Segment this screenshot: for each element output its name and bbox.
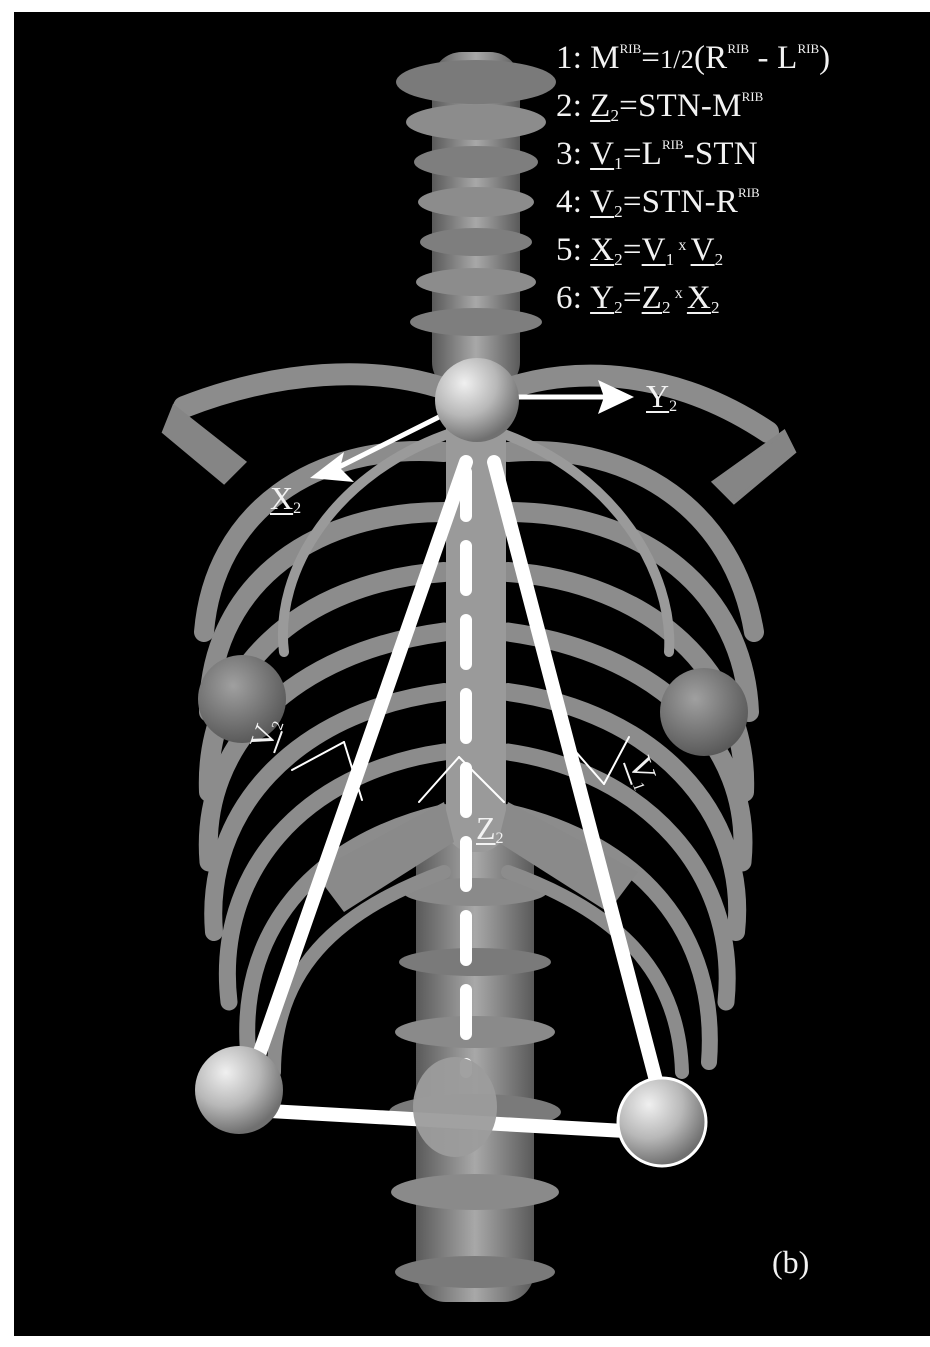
z2-label: Z2 [476,812,504,847]
equation-4: 4:V2=STN-RRIB [556,186,760,220]
y2-label: Y2 [646,380,677,415]
ribcage-render [14,12,930,1336]
panel-label: (b) [772,1244,809,1281]
figure-panel: 1:MRIB=1/2(RRIB - LRIB) 2:Z2=STN-MRIB 3:… [14,12,930,1336]
right-rib-marker [618,1078,706,1166]
sternum-notch-marker [435,358,519,442]
x2-label: X2 [270,482,301,517]
cervical-spine [396,52,556,392]
equation-3: 3:V1=LRIB-STN [556,138,758,172]
midpoint-marker [413,1057,497,1157]
left-rib-marker [195,1046,283,1134]
right-lateral-marker [660,668,748,756]
equation-1: 1:MRIB=1/2(RRIB - LRIB) [556,42,830,75]
equation-2: 2:Z2=STN-MRIB [556,90,763,124]
